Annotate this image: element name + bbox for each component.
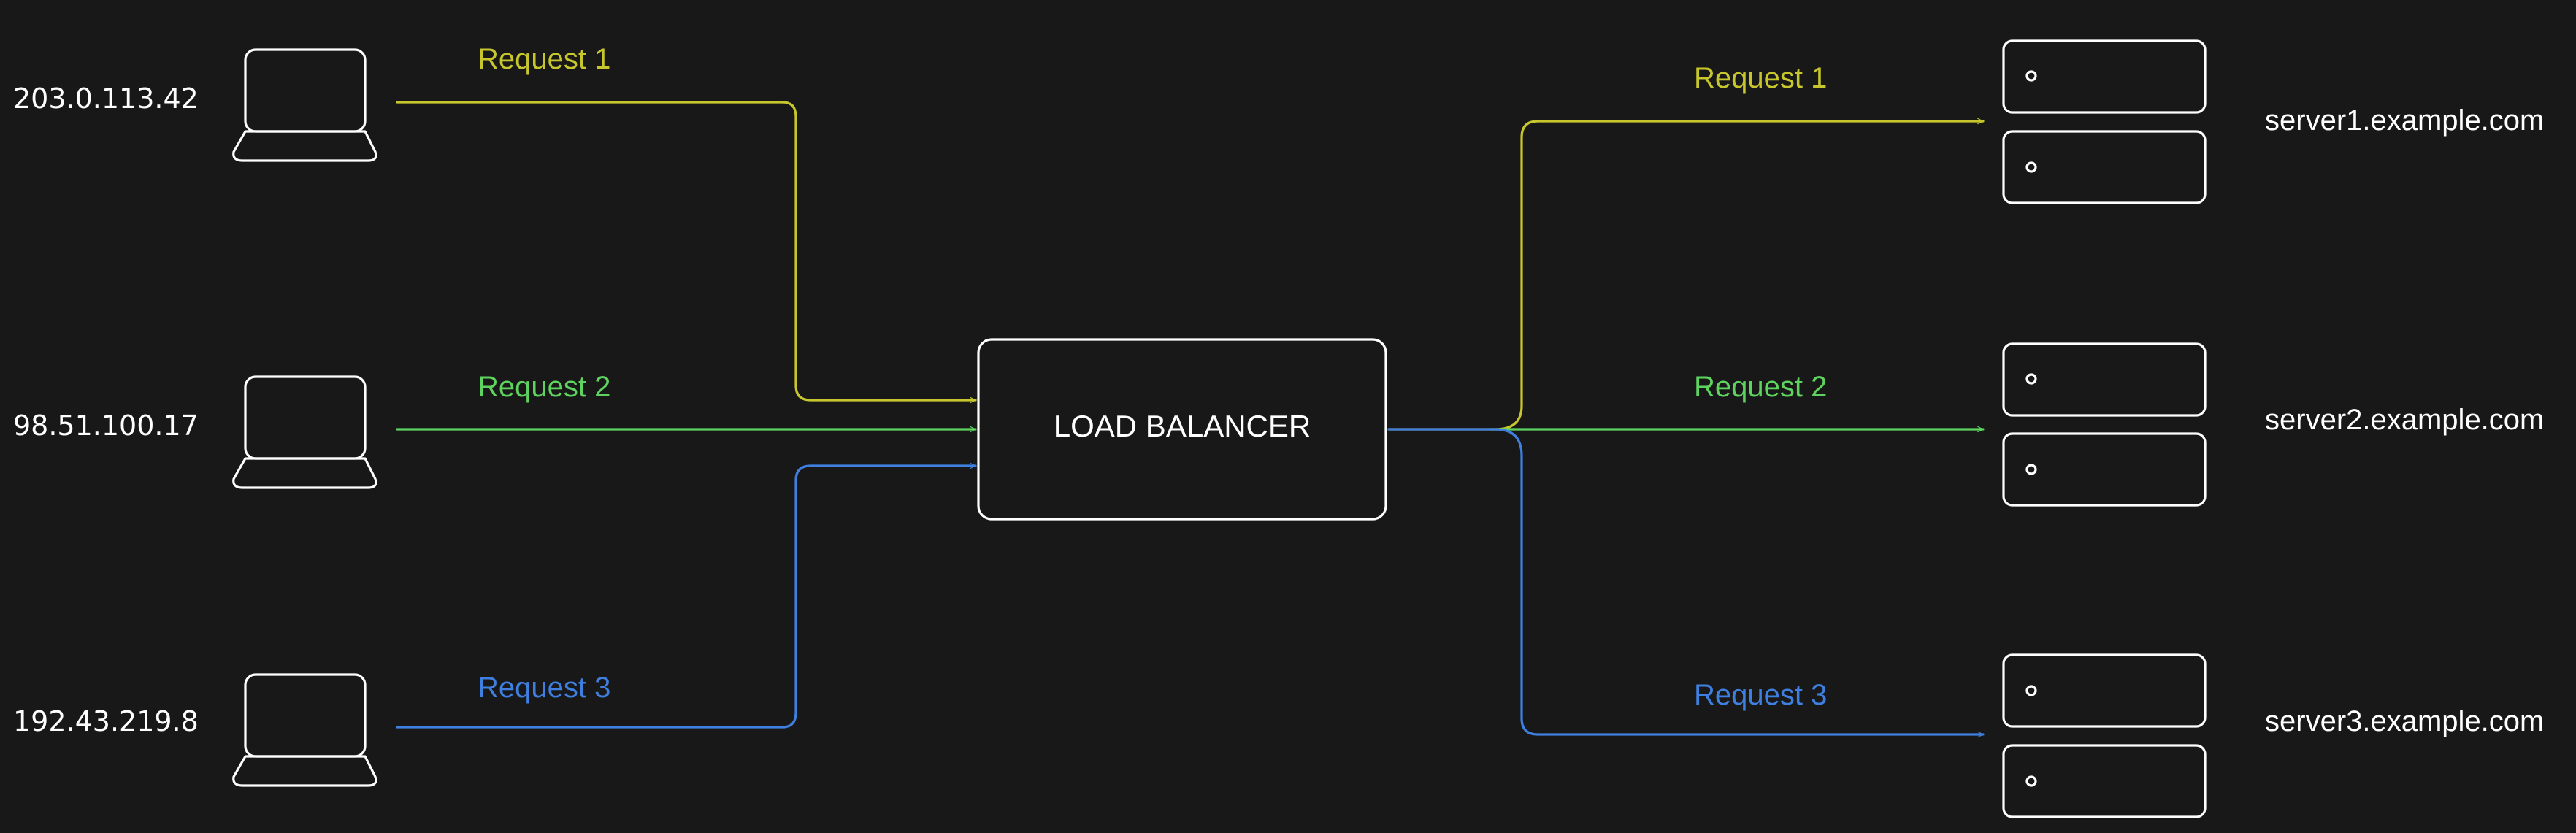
load-balancer-box: LOAD BALANCER [977, 338, 1387, 521]
laptop-icon [232, 375, 377, 489]
outgoing-request-label-1: Request 1 [1694, 62, 1827, 94]
client-ip-label-3: 192.43.219.8 [13, 705, 199, 737]
outgoing-connector-request-1 [1387, 118, 1985, 431]
server-hostname-3: server3.example.com [2265, 705, 2544, 737]
outgoing-request-label-3: Request 3 [1694, 679, 1827, 711]
client-ip-label-1: 203.0.113.42 [13, 82, 199, 115]
client-ip-label-2: 98.51.100.17 [13, 410, 199, 442]
incoming-connector-request-3 [396, 462, 977, 729]
incoming-request-label-3: Request 3 [478, 672, 610, 704]
laptop-icon [232, 673, 377, 787]
laptop-icon [232, 48, 377, 162]
server-rack-icon [2002, 653, 2207, 818]
outgoing-connector-request-3 [1387, 428, 1985, 738]
load-balancer-label: LOAD BALANCER [1054, 409, 1311, 443]
server-hostname-1: server1.example.com [2265, 104, 2544, 137]
incoming-connector-request-1 [396, 101, 977, 404]
server-rack-icon [2002, 39, 2207, 204]
server-hostname-2: server2.example.com [2265, 404, 2544, 436]
incoming-request-label-2: Request 2 [478, 371, 610, 403]
incoming-request-label-1: Request 1 [478, 43, 610, 75]
outgoing-request-label-2: Request 2 [1694, 371, 1827, 403]
server-rack-icon [2002, 342, 2207, 507]
